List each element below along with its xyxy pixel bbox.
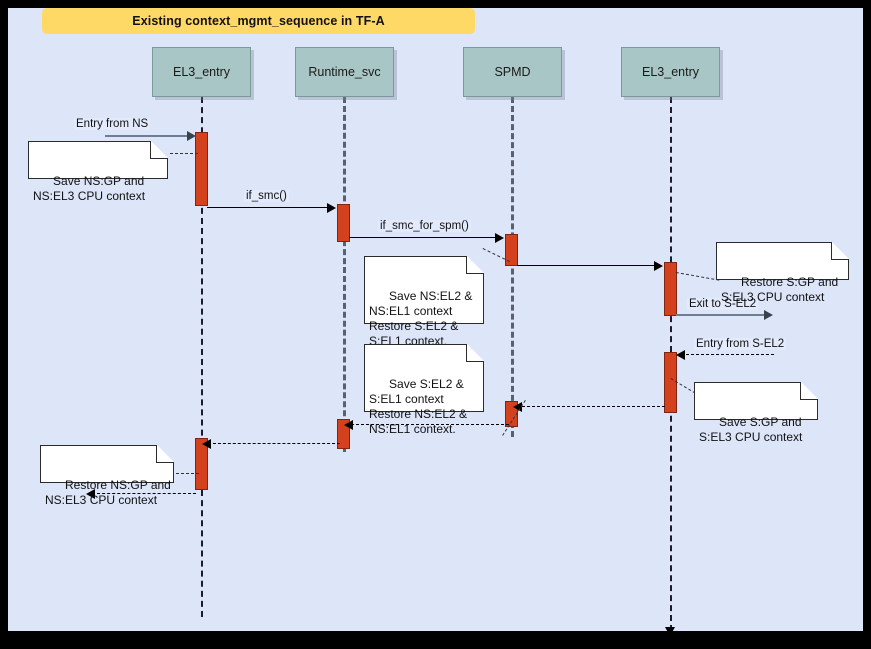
note-leader-restore-s-gp xyxy=(675,272,720,281)
lifeline-spmd xyxy=(511,97,514,437)
message-line-runtime-to-el3-return xyxy=(208,443,340,444)
message-label-exit-to-s-el2: Exit to S-EL2 xyxy=(687,298,759,310)
message-line-exit-to-s-el2 xyxy=(676,314,766,316)
note-save-ns-gp: Save NS:GP and NS:EL3 CPU context xyxy=(28,140,168,203)
lifeline-el3-entry-left xyxy=(201,97,203,617)
activation-el3-entry-right-2 xyxy=(664,352,677,413)
message-line-entry-from-s-el2 xyxy=(686,354,774,355)
message-line-el3-exit-left xyxy=(92,493,196,494)
note-fold-icon xyxy=(831,241,849,260)
note-save-s-gp: Save S:GP and S:EL3 CPU context xyxy=(694,381,818,444)
arrow-head-if-smc-for-spm-icon xyxy=(495,233,504,243)
note-fold-icon xyxy=(466,343,484,362)
note-text: Restore NS:GP and NS:EL3 CPU context xyxy=(45,478,171,507)
participant-label: Runtime_svc xyxy=(308,65,381,79)
note-fold-icon xyxy=(156,444,174,463)
note-text: Save S:EL2 & S:EL1 context Restore NS:EL… xyxy=(369,377,468,436)
note-fold-icon xyxy=(466,255,484,274)
message-line-if-smc-for-spm xyxy=(349,237,497,238)
note-text: Save S:GP and S:EL3 CPU context xyxy=(699,415,803,444)
participant-el3-entry-left[interactable]: EL3_entry xyxy=(152,47,251,97)
participant-spmd[interactable]: SPMD xyxy=(463,47,562,97)
arrow-head-spmd-to-el3-icon xyxy=(654,261,663,271)
message-label-entry-from-ns: Entry from NS xyxy=(74,118,151,130)
note-text: Save NS:EL2 & NS:EL1 context Restore S:E… xyxy=(369,289,473,348)
participant-runtime-svc[interactable]: Runtime_svc xyxy=(295,47,394,97)
activation-el3-entry-right-1 xyxy=(664,262,677,316)
participant-el3-entry-right[interactable]: EL3_entry xyxy=(621,47,720,97)
diagram-canvas: Existing context_mgmt_sequence in TF-A E… xyxy=(8,8,863,631)
arrow-head-el3-exit-left-icon xyxy=(86,489,95,499)
activation-el3-entry-left-1 xyxy=(195,132,208,206)
participant-label: SPMD xyxy=(494,65,531,79)
arrow-head-exit-to-s-el2-icon xyxy=(764,310,773,320)
message-line-spmd-to-el3 xyxy=(517,265,656,266)
arrow-head-entry-from-ns-icon xyxy=(187,131,196,141)
arrow-head-spmd-to-runtime-return-icon xyxy=(344,420,353,430)
note-fold-icon xyxy=(800,381,818,400)
lifeline-runtime-svc xyxy=(343,97,346,452)
message-label-if-smc-for-spm: if_smc_for_spm() xyxy=(378,220,471,232)
participant-label: EL3_entry xyxy=(642,65,699,79)
note-restore-ns-gp: Restore NS:GP and NS:EL3 CPU context xyxy=(40,444,174,507)
activation-runtime-svc-1 xyxy=(337,204,350,242)
arrow-head-el3-to-spmd-return-icon xyxy=(513,402,522,412)
note-save-ns-el2: Save NS:EL2 & NS:EL1 context Restore S:E… xyxy=(364,255,484,348)
arrow-head-runtime-to-el3-return-icon xyxy=(202,439,211,449)
note-leader-save-ns-gp xyxy=(160,153,198,154)
arrow-head-entry-from-s-el2-icon xyxy=(676,350,685,360)
message-label-entry-from-s-el2: Entry from S-EL2 xyxy=(694,338,787,350)
message-line-el3-to-spmd-return xyxy=(517,406,665,407)
activation-spmd-1 xyxy=(505,234,518,266)
note-text: Save NS:GP and NS:EL3 CPU context xyxy=(33,174,146,203)
note-save-s-el2: Save S:EL2 & S:EL1 context Restore NS:EL… xyxy=(364,343,484,436)
message-line-entry-from-ns xyxy=(105,135,189,137)
diagram-title-banner: Existing context_mgmt_sequence in TF-A xyxy=(42,8,475,34)
message-label-if-smc: if_smc() xyxy=(244,190,289,202)
activation-el3-entry-left-2 xyxy=(195,438,208,490)
message-line-spmd-to-runtime-return xyxy=(351,424,509,425)
note-text: Restore S:GP and S:EL3 CPU context xyxy=(721,275,839,304)
note-leader-restore-ns-gp xyxy=(171,473,199,474)
participant-label: EL3_entry xyxy=(173,65,230,79)
lifeline-end-arrow-icon xyxy=(665,627,675,631)
arrow-head-if-smc-icon xyxy=(327,203,336,213)
note-fold-icon xyxy=(150,140,168,159)
message-line-if-smc xyxy=(207,207,329,208)
note-restore-s-gp: Restore S:GP and S:EL3 CPU context xyxy=(716,241,849,304)
